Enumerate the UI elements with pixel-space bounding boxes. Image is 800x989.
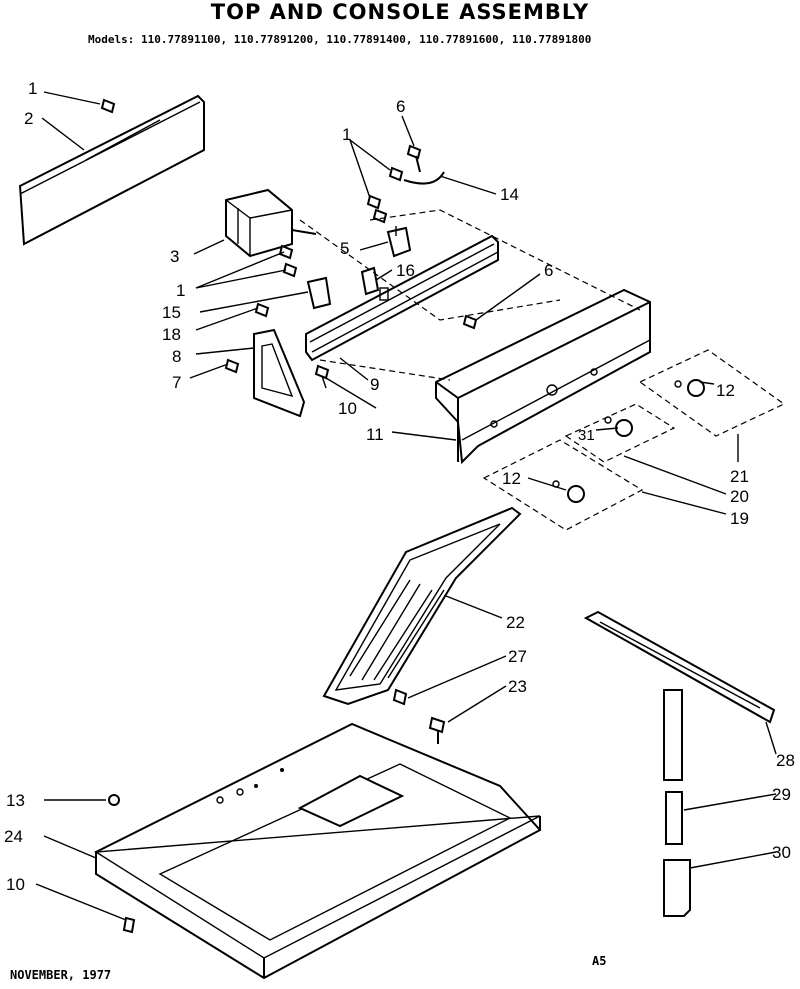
assembly-line-a (299, 219, 561, 321)
part-11-console (435, 288, 651, 465)
diagram-title: TOP AND CONSOLE ASSEMBLY (210, 0, 590, 24)
callout-3: 3 (170, 247, 179, 266)
callout-11: 11 (366, 425, 384, 444)
part-7-screw (224, 358, 240, 374)
part-24-top-panel (93, 722, 542, 980)
part-3-timer (225, 188, 317, 258)
part-23-fastener (428, 716, 446, 744)
part-1-screws-c (278, 244, 298, 278)
callout-16: 16 (396, 261, 415, 280)
callout-1: 1 (342, 125, 351, 144)
callout-1: 1 (28, 79, 37, 98)
callout-15: 15 (162, 303, 181, 322)
footer-code: A5 (592, 954, 607, 968)
footer-date: NOVEMBER, 1977 (10, 968, 112, 982)
part-14-wire (403, 171, 445, 185)
knob-group-19-box (482, 439, 644, 531)
callout-labels: 1 2 6 1 14 3 5 16 1 15 6 18 8 7 9 10 12 … (4, 79, 795, 894)
callout-1: 1 (176, 281, 185, 300)
callout-10: 10 (338, 399, 357, 418)
callout-31: 31 (578, 427, 595, 444)
part-10-screw-b (122, 916, 136, 934)
part-13-screw (108, 794, 120, 806)
knob-31 (604, 416, 633, 437)
knob-group-21-box (638, 349, 786, 437)
assembly-line-c (319, 359, 451, 381)
part-16-bracket (360, 266, 380, 296)
part-8-bracket (253, 328, 306, 418)
callout-14: 14 (500, 185, 519, 204)
callout-18: 18 (162, 325, 181, 344)
models-line: Models: 110.77891100, 110.77891200, 110.… (88, 33, 592, 46)
callout-9: 9 (370, 375, 379, 394)
callout-21: 21 (730, 467, 749, 486)
part-1-screw-a (100, 98, 116, 114)
part-6-screw-a (406, 144, 422, 173)
callout-6: 6 (544, 261, 553, 280)
callout-13: 13 (6, 791, 25, 810)
knob-group-20-box (564, 403, 676, 463)
part-29-rod (663, 689, 683, 845)
knob-12-left (552, 480, 585, 503)
callout-7: 7 (172, 373, 181, 392)
knob-12-right (674, 379, 705, 397)
part-1-screws-b (366, 166, 404, 224)
callout-22: 22 (506, 613, 525, 632)
callout-24: 24 (4, 827, 23, 846)
callout-30: 30 (772, 843, 791, 862)
part-9-channel (305, 234, 499, 362)
callout-8: 8 (172, 347, 181, 366)
part-5-switch (386, 226, 412, 258)
callout-20: 20 (730, 487, 749, 506)
callout-23: 23 (508, 677, 527, 696)
part-22-lint-screen (322, 506, 522, 706)
part-15-clip (306, 276, 332, 310)
assembly-line-b (369, 209, 641, 311)
callout-6: 6 (396, 97, 405, 116)
callout-29: 29 (772, 785, 791, 804)
part-2-back-panel (18, 94, 205, 246)
callout-28: 28 (776, 751, 795, 770)
part-18-screw (254, 302, 270, 318)
callout-12: 12 (716, 381, 735, 400)
callout-2: 2 (24, 109, 33, 128)
callout-10: 10 (6, 875, 25, 894)
callout-12: 12 (502, 469, 521, 488)
part-30-sleeve (663, 859, 691, 917)
callout-27: 27 (508, 647, 527, 666)
callout-5: 5 (340, 239, 349, 258)
part-27-fastener (392, 688, 408, 706)
part-6-screw-b (462, 314, 478, 330)
part-28-hinge-bar (583, 610, 776, 724)
leader-lines (35, 91, 777, 921)
callout-19: 19 (730, 509, 749, 528)
